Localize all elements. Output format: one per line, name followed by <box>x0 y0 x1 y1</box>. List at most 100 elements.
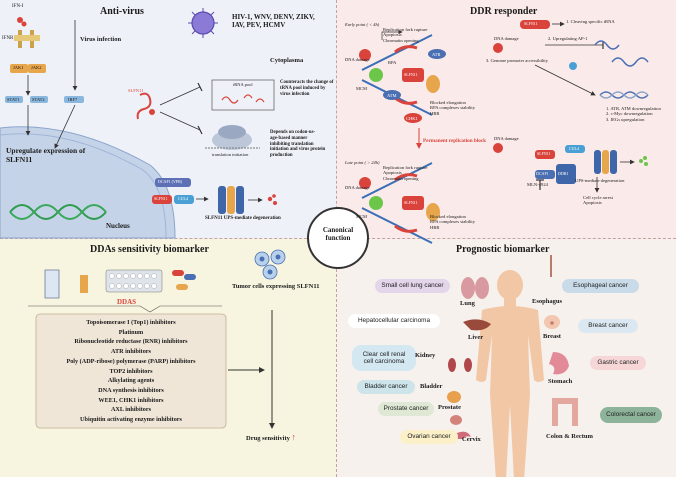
mln-label: MLN-4924 <box>527 182 548 187</box>
colon-icon <box>552 398 578 426</box>
center-circle <box>307 207 369 269</box>
drug-sensitivity-label: Drug sensitivity ↑ <box>246 432 296 442</box>
ifn-ligand <box>17 17 23 23</box>
antivirus-title: Anti-virus <box>100 6 144 17</box>
ddas-item: Ribonucleotide reductase (RNR) inhibitor… <box>74 338 188 346</box>
cancer-gastric: Gastric cancer <box>597 359 639 367</box>
late-label: Late point ( > 24h) <box>345 160 380 165</box>
ddas-item: Poly (ADP-ribose) polymerase (PARP) inhi… <box>66 357 196 365</box>
ddas-item: WEE1, CHK1 inhibitors <box>98 396 164 404</box>
atr-down-label: 1. ATR, ATM downregulation 2. c-Myc down… <box>606 106 661 122</box>
irf7-label: IRF7 <box>68 97 78 102</box>
ddas-item: Topoisomerase I (Top1) inhibitors <box>86 319 176 326</box>
drug-sensitivity-text: Drug sensitivity <box>246 435 290 442</box>
av-dcaf1-label: DCAF1 (VPR) <box>158 179 183 184</box>
nucleus-shape <box>0 126 176 239</box>
slfn11-box <box>152 195 172 204</box>
proteasome-icon <box>218 186 244 214</box>
organ-colon: Colon & Rectum <box>546 433 593 440</box>
cancer-colorectal: Colorectal cancer <box>606 411 656 419</box>
drug-icons <box>44 269 196 299</box>
atm-label: ATM <box>387 93 397 98</box>
ddas-item: ATR inhibitors <box>111 348 151 356</box>
cancer-esophageal: Esophageal cancer <box>573 282 628 290</box>
ddas-item: Alkylating agents <box>107 377 155 385</box>
dna-damage-late: DNA damage <box>345 185 370 190</box>
stat2-label: STAT2 <box>32 97 45 102</box>
av-ups-label: SLFN11 UPS-mediate degeneration <box>205 216 281 221</box>
genome-label: 3. Genome promoter accessibility <box>486 58 548 63</box>
blocked-late: Blocked elongation RPA complexes stabili… <box>430 214 476 230</box>
breast-icon <box>544 315 560 329</box>
rep-fork-early: Replication fork rupture Apoptosis Chrom… <box>383 27 428 43</box>
bladder-icon <box>447 391 461 403</box>
cancer-small-cell-lung: Small cell lung cancer <box>381 282 444 290</box>
ddas-list: Topoisomerase I (Top1) inhibitors Platin… <box>36 318 226 425</box>
tumor-cells-icon <box>254 249 286 280</box>
cancer-ovarian: Ovarian cancer <box>407 433 451 441</box>
stat1-label: STAT1 <box>7 97 20 102</box>
virus-infection-label: Virus infection <box>80 36 122 43</box>
lung-icon <box>461 277 489 299</box>
late-fork <box>359 162 440 244</box>
organ-liver: Liver <box>468 334 484 341</box>
organ-bladder: Bladder <box>420 383 443 390</box>
ddas-item: Platinum <box>118 328 144 336</box>
up-arrow-icon: ↑ <box>291 432 297 442</box>
ddas-item: AXL inhibitors <box>110 406 152 414</box>
counteracts-label: Counteracts the change of tRNA pool indu… <box>280 80 334 97</box>
av-cul4-label: CUL4 <box>178 196 188 201</box>
cul4-box <box>174 195 194 204</box>
prognostic-title: Prognostic biomarker <box>456 244 550 255</box>
ddr-slfn11-early: SLFN11 <box>404 72 418 77</box>
early-fork <box>359 29 446 123</box>
translation-initiation-label: translation initiation <box>212 152 249 157</box>
organ-lung: Lung <box>460 300 475 307</box>
ddr-panel <box>337 0 676 239</box>
rpa-label: RPA <box>388 60 397 65</box>
jak1-label: JAK1 <box>13 65 24 70</box>
trna-pool-label: tRNA pool <box>233 82 253 87</box>
ddr-slfn11-late: SLFN11 <box>404 200 418 205</box>
body-silhouette <box>476 270 544 477</box>
ddr-ups-label: UPS-mediate degeneration <box>575 178 625 183</box>
virus-list: HIV-1, WNV, DENV, ZIKV, IAV, PEV, HCMV <box>232 13 315 30</box>
av-slfn11-box-label: SLFN11 <box>154 196 168 201</box>
cancer-breast: Breast cancer <box>588 322 628 330</box>
cancer-prostate: Prostate cancer <box>383 405 429 413</box>
ddas-title: DDAs sensitivity biomarker <box>90 244 209 255</box>
organ-esophagus: Esophagus <box>532 298 562 305</box>
depends-label: Depends on codon-us- age-based manner in… <box>270 130 326 158</box>
blocked-early: Blocked elongation RPA complexes stabili… <box>430 100 476 116</box>
ddr-slfn11-box <box>520 20 550 29</box>
ddas-item: TOP2 inhibitors <box>109 367 153 375</box>
dcaf1-box <box>155 178 191 187</box>
jak2-box <box>28 64 46 73</box>
ddr-dna-damage-right1: DNA damage <box>494 36 519 41</box>
kidney-icon <box>448 358 472 372</box>
organ-prostate: Prostate <box>438 404 461 411</box>
upregulate-label: Upregulate expression of SLFN11 <box>6 146 86 164</box>
cancer-hepatocellular: Hepatocellular carcinoma <box>357 317 431 325</box>
tumor-label: Tumor cells expressing SLFN11 <box>232 283 320 290</box>
ddr-proteasome <box>594 150 617 174</box>
stat2-box <box>30 96 48 103</box>
ddas-list-box <box>35 313 227 429</box>
permanent-label: Permanent replication block <box>423 138 487 144</box>
trna-pool-box <box>211 79 275 111</box>
chk1-label: CHK1 <box>406 116 418 121</box>
organ-breast: Breast <box>543 333 561 340</box>
irf7-box <box>64 96 84 103</box>
mcm-late-label: MCM <box>356 214 368 219</box>
stomach-icon <box>549 352 569 375</box>
early-label: Early point ( < 4h) <box>345 22 380 27</box>
nucleus-label: Nucleus <box>106 222 130 230</box>
ddas-item: DNA synthesis inhibitors <box>98 386 164 394</box>
prostate-icon <box>450 415 462 425</box>
ddas-label: DDAS <box>117 298 137 306</box>
organ-stomach: Stomach <box>548 378 573 385</box>
virus-icon <box>191 11 215 35</box>
jak1-box <box>10 64 28 73</box>
